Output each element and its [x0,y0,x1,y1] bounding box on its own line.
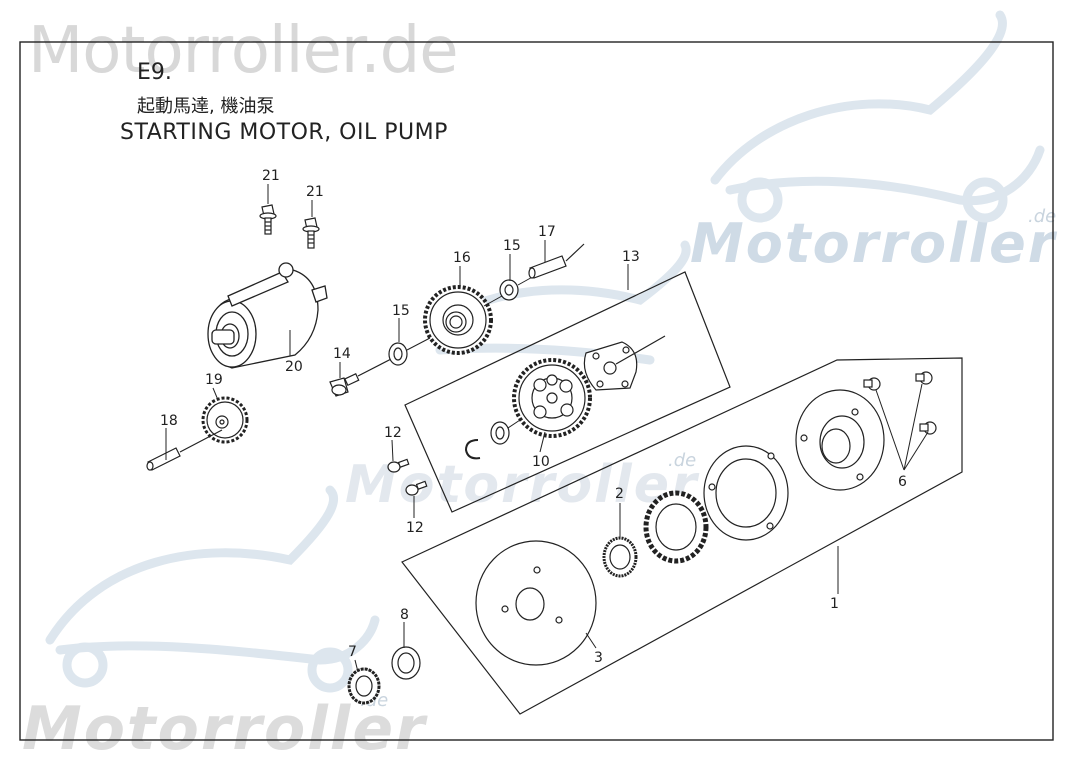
callout-21b: 21 [306,184,324,200]
diagram-code: E9. [137,60,172,85]
screw-12-lower [405,480,428,496]
starter-clutch-hub [795,389,885,491]
spacer-17 [528,243,585,279]
washer-10 [490,421,510,445]
watermark-middle-de: .de [668,450,697,471]
callout-17: 17 [538,224,556,240]
callout-7: 7 [348,644,357,660]
one-way-clutch-plate [703,445,789,541]
diagram-frame [19,41,1054,741]
callout-3: 3 [594,650,603,666]
washer-15-left [388,342,408,366]
callout-15a: 15 [392,303,410,319]
watermark-right-de: .de [1028,206,1057,227]
starting-motor [207,262,328,369]
bolt-14 [329,356,396,397]
callout-21a: 21 [262,168,280,184]
washer-15-right [499,279,519,301]
sprag-clutch-2 [643,490,709,564]
watermark-top: Motorroller.de [28,14,459,88]
diagram-title-chinese: 起動馬達, 機油泵 [137,96,275,117]
leader-lines [165,184,929,673]
bolt-21-left [259,204,277,235]
bolts-6 [863,371,937,435]
gear-19 [201,396,249,444]
callout-19: 19 [205,372,223,388]
callout-16: 16 [453,250,471,266]
callout-1: 1 [830,596,839,612]
nut-7 [347,667,381,705]
watermark-bottom: Motorroller [22,694,427,764]
screw-12-upper [387,458,410,473]
axis-line-16 [406,337,431,351]
callout-18: 18 [160,413,178,429]
gear-16 [423,285,493,355]
starter-gear-3 [475,540,597,666]
callout-13: 13 [622,249,640,265]
oil-pump-group-frame [404,271,731,513]
callout-12a: 12 [384,425,402,441]
needle-bearing-2 [602,536,638,578]
callout-2: 2 [615,486,624,502]
diagram-title: STARTING MOTOR, OIL PUMP [120,120,448,145]
washer-8 [391,646,421,680]
bolt-21-right [302,217,320,249]
axis-line-15 [483,295,503,307]
callout-14: 14 [333,346,351,362]
oil-pump-body [583,335,666,391]
axis-line-10 [507,419,521,429]
callout-6: 6 [898,474,907,490]
gear-10 [512,358,592,438]
callouts: 21 21 20 19 18 14 15 16 15 17 13 10 12 1… [160,168,907,666]
callout-12b: 12 [406,520,424,536]
callout-20: 20 [285,359,303,375]
callout-15b: 15 [503,238,521,254]
pin-18 [146,429,223,471]
callout-8: 8 [400,607,409,623]
circlip [464,439,481,460]
callout-10: 10 [532,454,550,470]
watermark-right: Motorroller [690,212,1057,275]
starter-clutch-group-frame [401,357,963,715]
